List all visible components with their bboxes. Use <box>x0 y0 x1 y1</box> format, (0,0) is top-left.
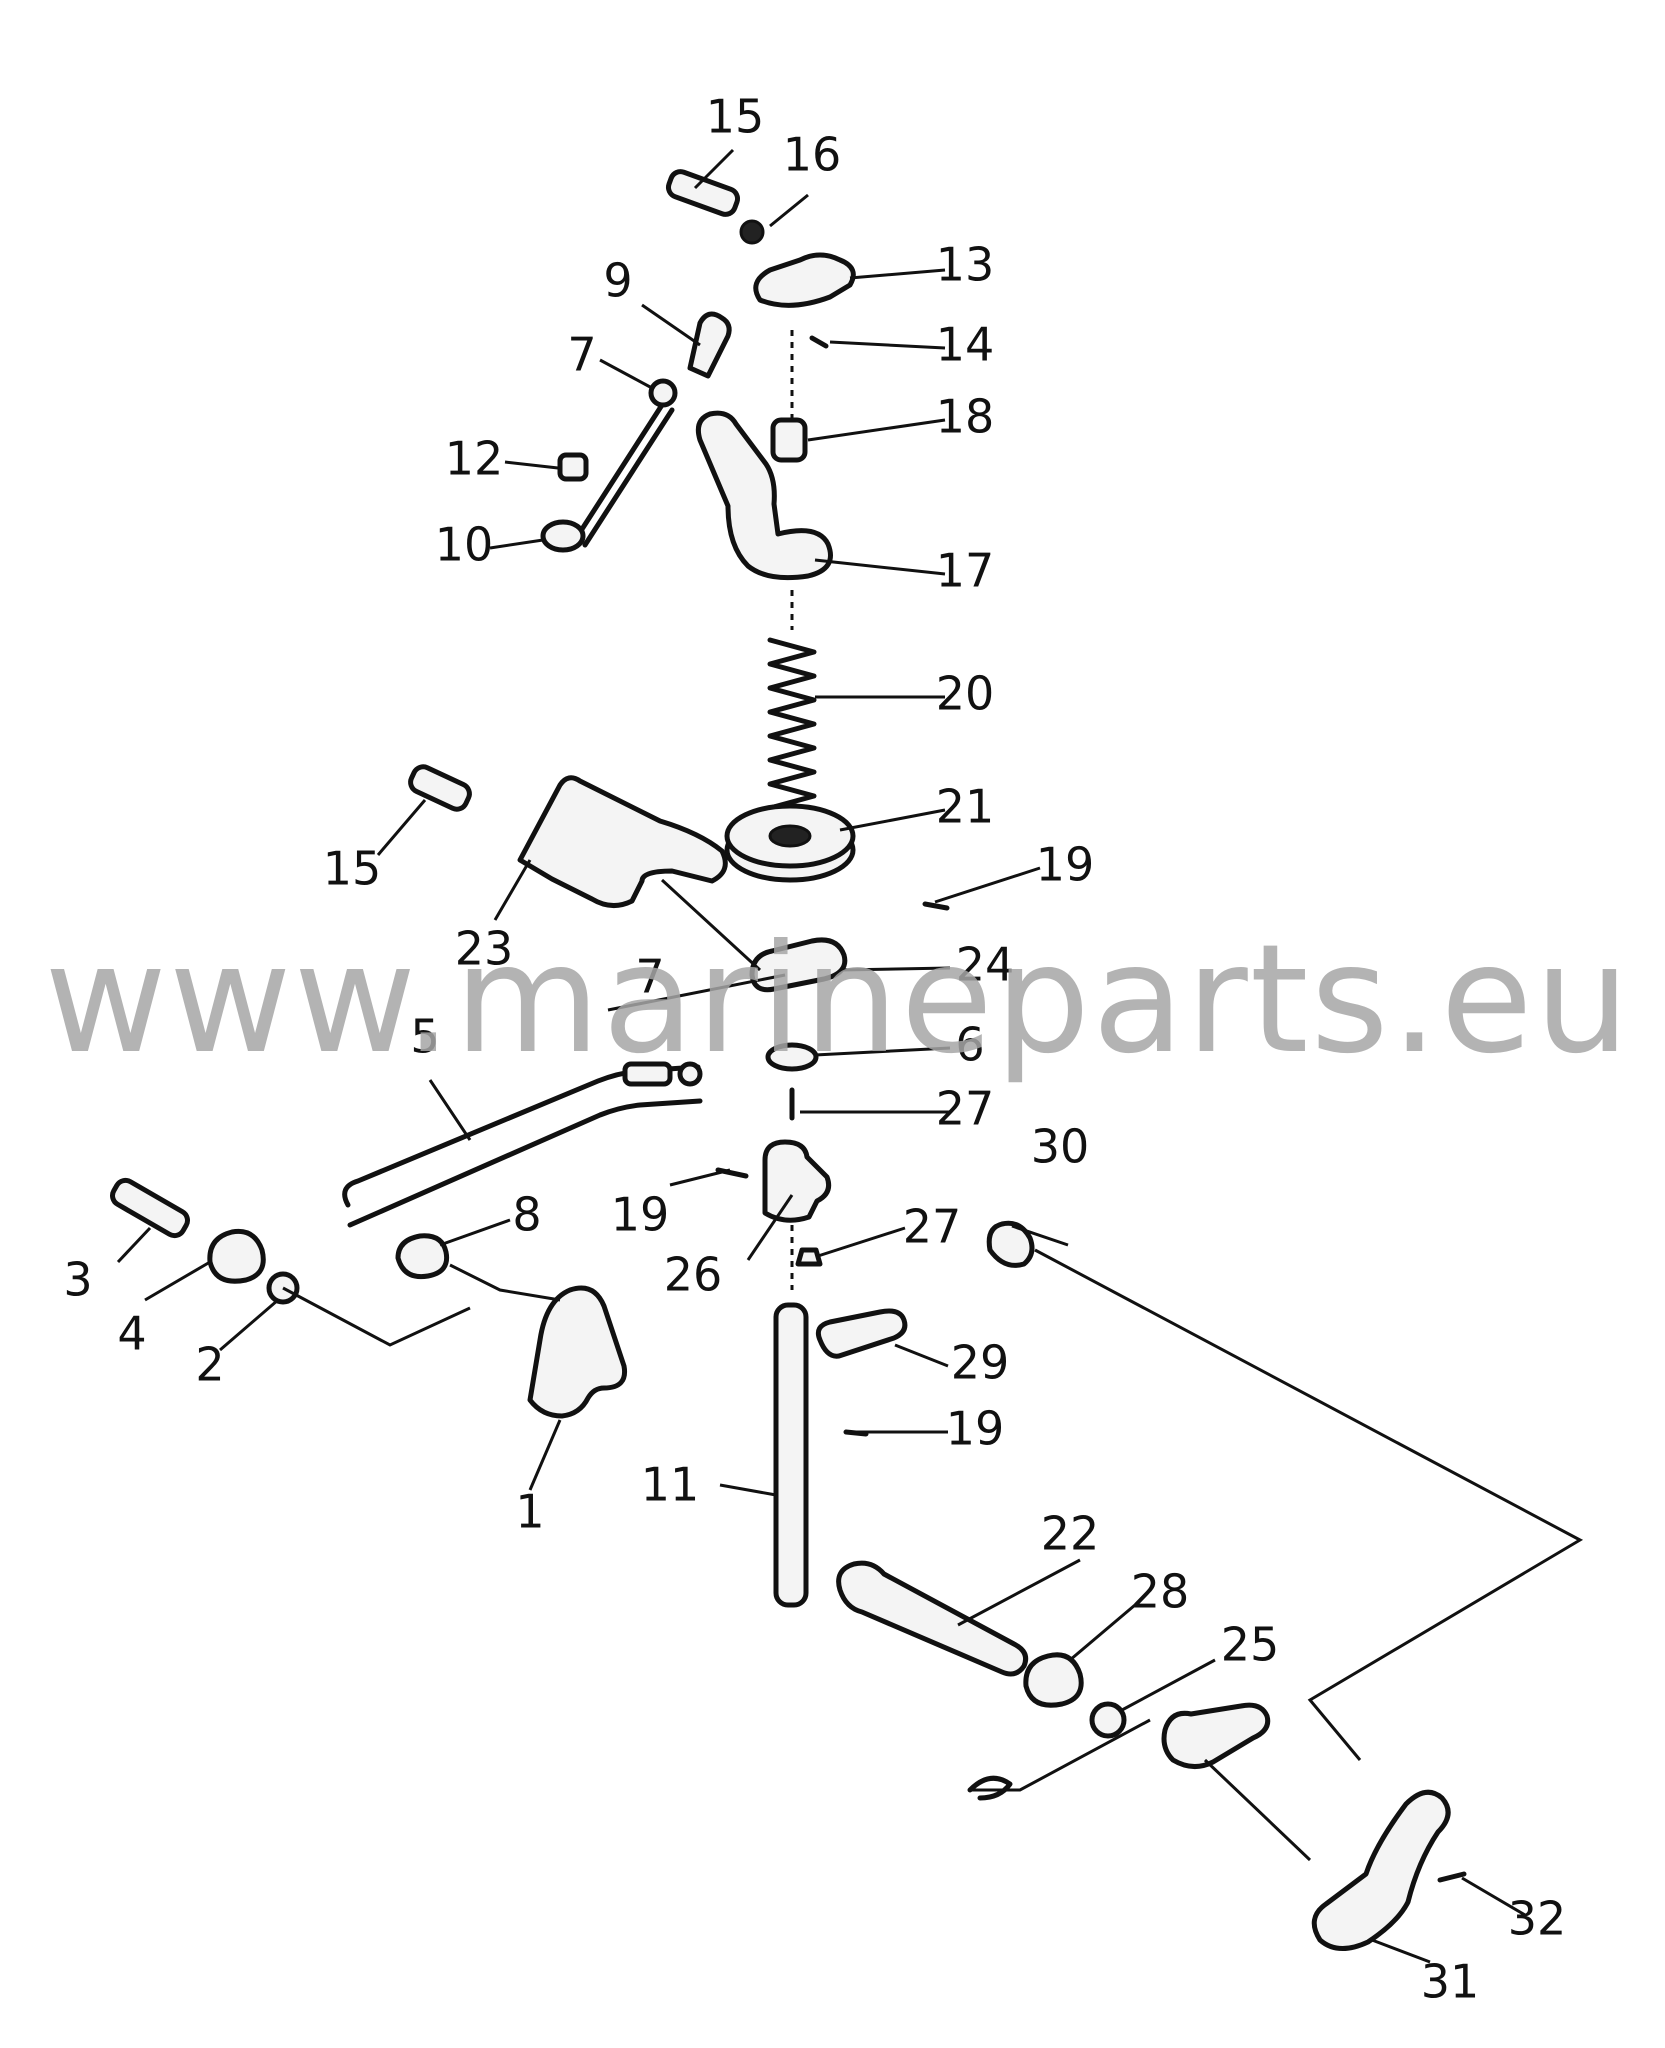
callout-31: 31 <box>1421 1955 1480 2009</box>
callout-29: 29 <box>951 1336 1010 1390</box>
part-14-pin <box>809 335 829 349</box>
callout-27-lower: 27 <box>903 1200 962 1254</box>
part-27-fitting-lower <box>795 1247 823 1267</box>
part-1-yoke <box>527 1285 628 1419</box>
part-25-nut <box>1089 1701 1127 1739</box>
callout-labels: 15 16 13 14 9 7 18 12 10 17 20 21 19 15 … <box>63 90 1566 2009</box>
part-8-spacer <box>395 1233 450 1280</box>
part-30-bushing <box>986 1220 1035 1268</box>
part-29-link <box>815 1308 908 1359</box>
part-6-collar <box>765 1042 819 1072</box>
callout-19-lower: 19 <box>946 1402 1005 1456</box>
callout-20: 20 <box>936 667 995 721</box>
callout-15-top: 15 <box>706 90 765 144</box>
callout-7-upper: 7 <box>567 328 596 382</box>
part-11-shaft <box>773 1302 809 1608</box>
callout-19-mid: 19 <box>611 1188 670 1242</box>
callout-4: 4 <box>117 1307 146 1361</box>
part-17-arm <box>695 410 833 581</box>
callout-18: 18 <box>936 390 995 444</box>
callout-16: 16 <box>783 128 842 182</box>
callout-9: 9 <box>603 254 632 308</box>
callout-24: 24 <box>956 938 1015 992</box>
part-22-bolt <box>836 1560 1029 1677</box>
part-18-bushing <box>770 417 808 463</box>
part-32-pin <box>1437 1871 1467 1883</box>
callout-5: 5 <box>410 1010 439 1064</box>
callout-15-left: 15 <box>323 842 382 896</box>
part-26-swivel <box>762 1139 832 1223</box>
callout-17: 17 <box>936 544 995 598</box>
callout-6: 6 <box>955 1018 984 1072</box>
part-19-pin-upper <box>922 901 950 911</box>
part-20-spring <box>767 637 817 811</box>
part-4-bushing <box>207 1228 266 1284</box>
part-16-washer <box>739 219 765 245</box>
part-13-bracket <box>753 252 856 308</box>
callout-23: 23 <box>455 922 514 976</box>
part-15-bolt-left <box>408 764 472 812</box>
leader-lines <box>116 148 1526 1964</box>
part-28-bushing <box>1023 1652 1084 1708</box>
callout-7-lower: 7 <box>635 950 664 1004</box>
callout-2: 2 <box>195 1338 224 1392</box>
part-rod-10-7 <box>572 402 675 548</box>
callout-14: 14 <box>936 318 995 372</box>
part-7-nut-upper <box>648 378 678 408</box>
part-7-nut-lower <box>677 1061 703 1087</box>
callout-28: 28 <box>1131 1565 1190 1619</box>
watermark-text: www.marineparts.eu <box>44 913 1632 1087</box>
part-15-bolt-top <box>665 169 741 217</box>
callout-21: 21 <box>936 780 995 834</box>
callout-10: 10 <box>435 518 494 572</box>
callout-22: 22 <box>1041 1507 1100 1561</box>
callout-3: 3 <box>63 1253 92 1307</box>
part-12-nut <box>557 452 589 482</box>
part-31-lever <box>1311 1789 1451 1951</box>
callout-27-upper: 27 <box>936 1082 995 1136</box>
callout-11: 11 <box>641 1458 700 1512</box>
part-lower-linkage <box>1161 1702 1271 1769</box>
callout-8: 8 <box>512 1188 541 1242</box>
part-5-rod-end <box>622 1061 673 1087</box>
callout-13: 13 <box>936 238 995 292</box>
callout-26: 26 <box>664 1248 723 1302</box>
callout-25: 25 <box>1221 1618 1280 1672</box>
part-21-drum <box>724 803 856 883</box>
callout-1: 1 <box>515 1485 544 1539</box>
callout-32: 32 <box>1508 1892 1567 1946</box>
callout-12: 12 <box>445 432 504 486</box>
part-23-bracket-plate <box>517 775 728 908</box>
part-3-bolt <box>110 1177 190 1239</box>
callout-30: 30 <box>1031 1120 1090 1174</box>
part-9-link <box>687 311 732 379</box>
callout-19-upper: 19 <box>1036 838 1095 892</box>
assembly-lines <box>282 878 1584 1862</box>
part-10-ball-joint <box>540 519 586 553</box>
